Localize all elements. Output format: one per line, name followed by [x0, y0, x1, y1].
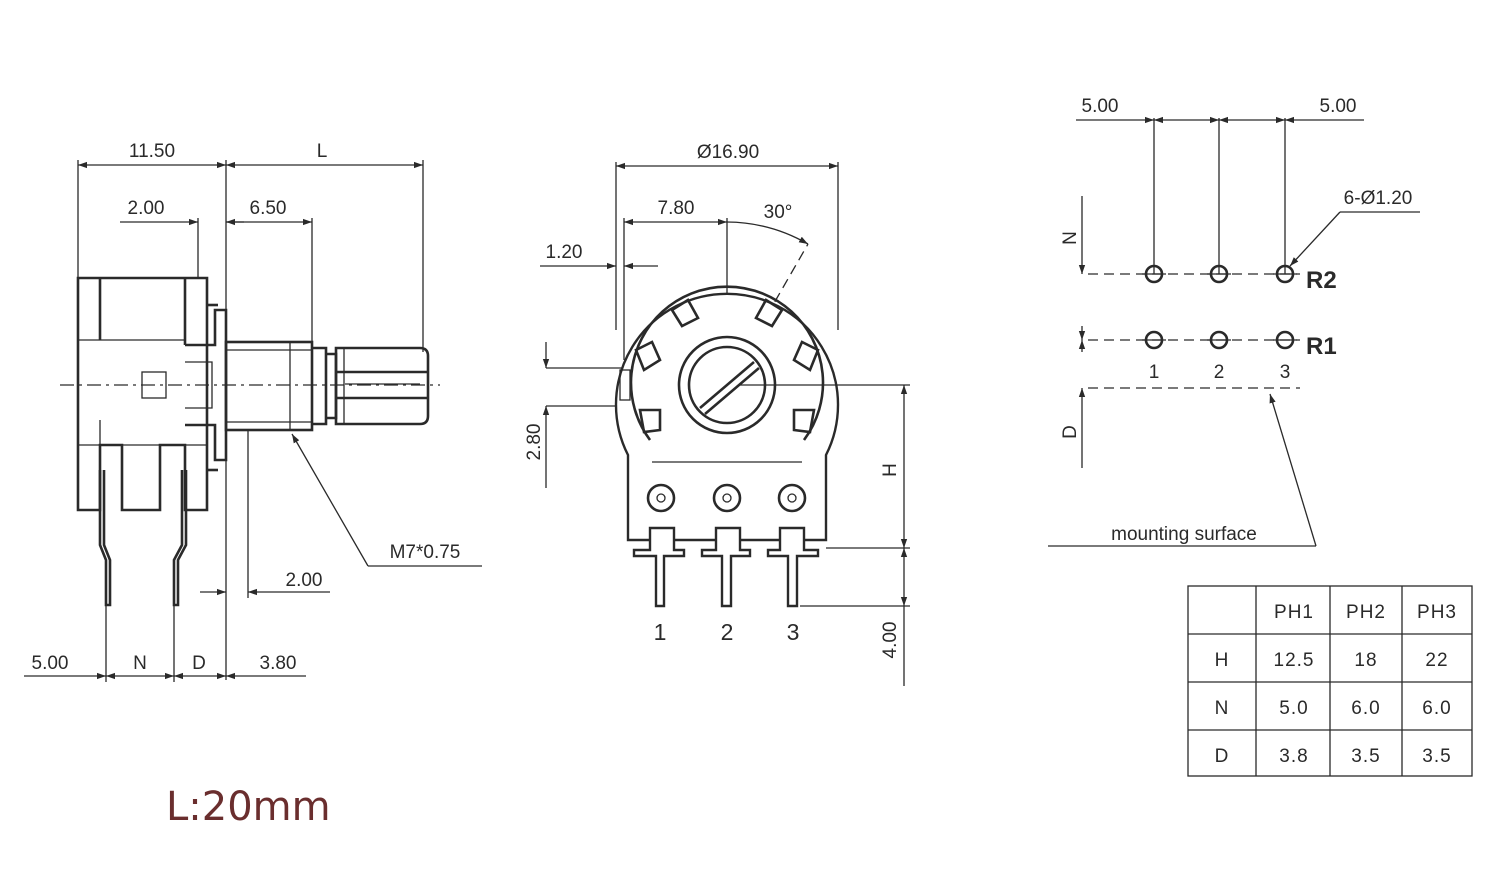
dim-N-footprint: N [1060, 196, 1086, 340]
table-cell: 3.8 [1279, 746, 1308, 767]
pitch-left: 5.00 [1076, 96, 1219, 124]
dim-D-footprint: D [1060, 340, 1086, 468]
footprint-pin-3: 3 [1280, 362, 1291, 383]
terminal-rivets [646, 483, 807, 513]
angle-label: 30° [764, 202, 793, 223]
dim-3-80: 3.80 [226, 653, 306, 680]
dim-N-side-label: N [133, 653, 147, 674]
dim-11-50: 11.50 [78, 141, 226, 169]
dim-1-20: 1.20 [540, 242, 658, 270]
holes-label: 6-Ø1.20 [1344, 188, 1413, 209]
table-header-ph1: PH1 [1274, 602, 1314, 623]
table-cell: 5.0 [1279, 698, 1308, 719]
dim-2-00-bottom: 2.00 [200, 570, 330, 596]
terminal-pins [632, 526, 820, 608]
front-pin-3: 3 [787, 619, 800, 645]
dim-2-80: 2.80 [524, 342, 628, 488]
table-cell: N [1215, 698, 1230, 719]
holes-callout: 6-Ø1.20 [1289, 188, 1420, 267]
diameter-label: Ø16.90 [697, 142, 759, 163]
dim-2-00-top-label: 2.00 [128, 198, 165, 219]
table-header-ph2: PH2 [1346, 602, 1386, 623]
dim-4-00: 4.00 [880, 548, 908, 686]
dim-1-20-label: 1.20 [546, 242, 583, 263]
pitch-right-label: 5.00 [1320, 96, 1357, 117]
dim-4-00-label: 4.00 [880, 622, 901, 659]
row-r1-label: R1 [1306, 333, 1337, 360]
dim-5-00-side: 5.00 [24, 653, 106, 680]
pitch-right: 5.00 [1219, 96, 1364, 124]
dim-6-50-label: 6.50 [250, 198, 287, 219]
dim-diameter: Ø16.90 [616, 142, 838, 170]
dim-H-label: H [880, 463, 901, 477]
dim-D-side: D [174, 653, 226, 680]
dim-D-side-label: D [192, 653, 206, 674]
table-header-ph3: PH3 [1417, 602, 1457, 623]
dim-N-side: N [106, 653, 174, 680]
dim-7-80-label: 7.80 [658, 198, 695, 219]
pitch-left-label: 5.00 [1082, 96, 1119, 117]
dimension-table: PH1 PH2 PH3 H 12.5 18 22 N 5.0 6.0 6.0 D… [1187, 585, 1473, 777]
table-cell: 6.0 [1351, 698, 1380, 719]
thread-callout: M7*0.75 [291, 433, 482, 567]
table-cell: 3.5 [1422, 746, 1451, 767]
table-cell: 12.5 [1274, 650, 1315, 671]
footprint-pin-2: 2 [1214, 362, 1225, 383]
dim-7-80: 7.80 [624, 198, 727, 226]
thread-label: M7*0.75 [390, 542, 461, 563]
table-cell: 3.5 [1351, 746, 1380, 767]
dim-H: H [880, 385, 908, 548]
dim-6-50: 6.50 [226, 198, 312, 226]
front-pin-1: 1 [654, 619, 667, 645]
table-cell: 18 [1354, 650, 1377, 671]
footprint-view: 5.00 5.00 6-Ø1.20 N D [1048, 96, 1420, 547]
front-pin-2: 2 [721, 619, 734, 645]
dim-L-label: L [317, 141, 328, 162]
table-cell: H [1215, 650, 1230, 671]
dim-5-00-side-label: 5.00 [32, 653, 69, 674]
mounting-surface-callout: mounting surface [1048, 393, 1317, 547]
front-view: Ø16.90 7.80 30° 1.20 2.80 [524, 142, 910, 686]
table-cell: 6.0 [1422, 698, 1451, 719]
footprint-D-label: D [1060, 425, 1081, 439]
table-cell: D [1215, 746, 1230, 767]
footprint-N-label: N [1060, 231, 1081, 245]
dim-3-80-label: 3.80 [260, 653, 297, 674]
row-r2-label: R2 [1306, 267, 1337, 294]
dim-11-50-label: 11.50 [129, 141, 175, 162]
dim-L: L [226, 141, 423, 169]
footprint-holes [1142, 264, 1297, 350]
mounting-surface-label: mounting surface [1111, 524, 1257, 545]
table-cell: 22 [1425, 650, 1448, 671]
shaft-length-note: L:20mm [166, 784, 331, 830]
footprint-pin-1: 1 [1149, 362, 1160, 383]
dim-2-00-bottom-label: 2.00 [286, 570, 323, 591]
front-housing [614, 292, 840, 542]
dim-2-80-label: 2.80 [524, 424, 545, 461]
side-view: 11.50 L 2.00 6.50 [24, 141, 482, 682]
